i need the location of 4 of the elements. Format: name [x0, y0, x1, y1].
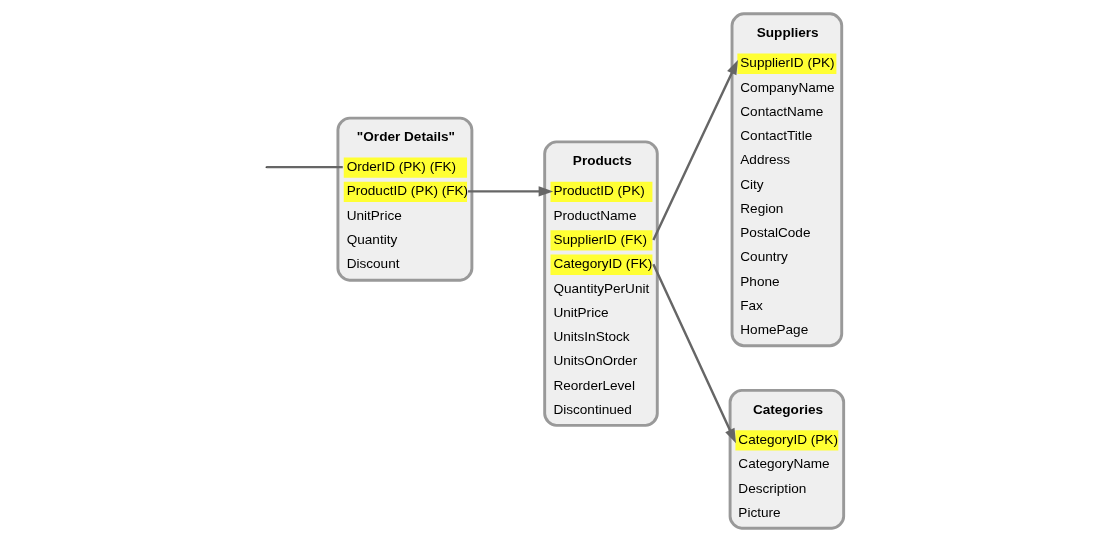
arrow: [652, 263, 736, 444]
connector: [266, 165, 343, 169]
arrow: [652, 59, 738, 241]
arrow: [468, 186, 554, 197]
